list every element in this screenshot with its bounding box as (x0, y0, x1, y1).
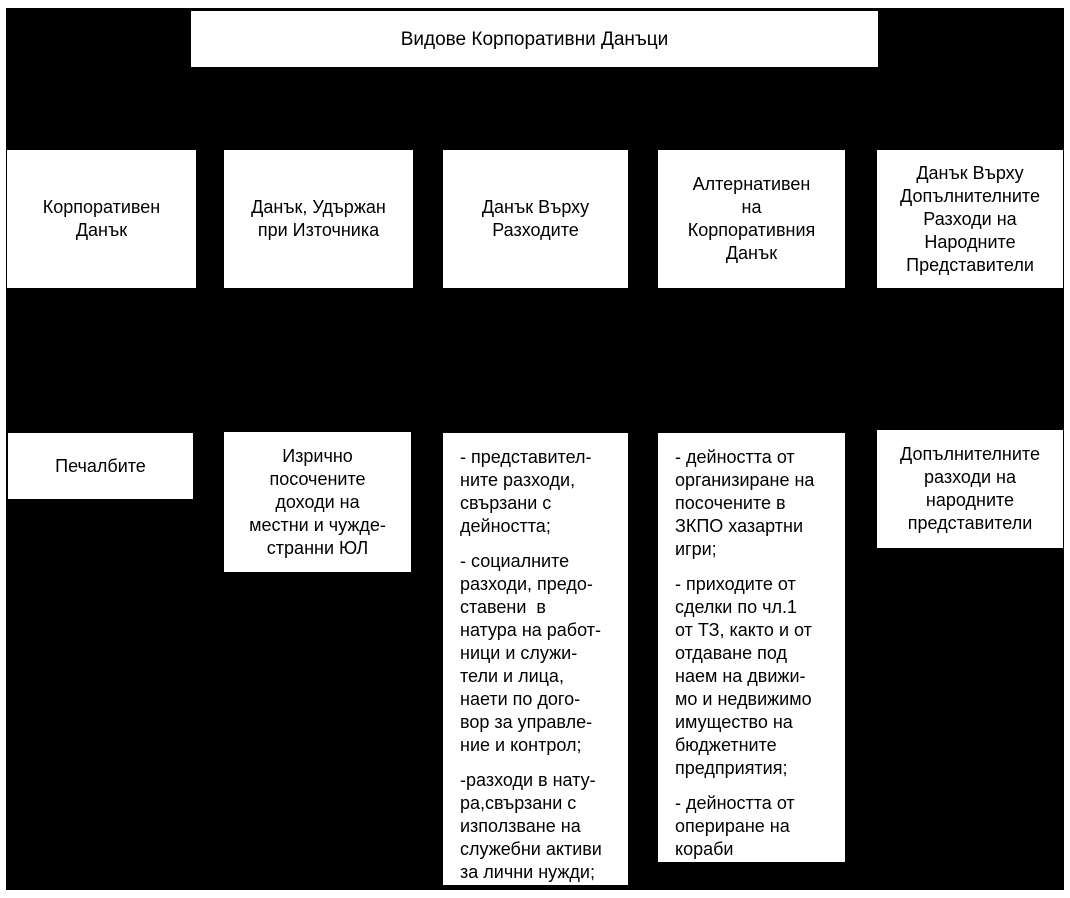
tax-base-paragraph: Печалбите (55, 455, 146, 476)
tax-base-paragraph: Допълнителните разходи на народните пред… (900, 444, 1040, 533)
tax-base-paragraph: - социалните разходи, предо- ставени в н… (460, 551, 601, 755)
tax-base-paragraph: Изрично посочените доходи на местни и чу… (249, 446, 386, 558)
tax-type-expenses: Данък Върху Разходите (443, 150, 628, 288)
tax-base-mp-expenses: Допълнителните разходи на народните пред… (877, 430, 1063, 548)
tax-base-paragraph: - приходите от сделки по чл.1 от ТЗ, как… (675, 574, 812, 778)
tax-type-alternative: Алтернативен на Корпоративния Данък (658, 150, 845, 288)
tax-base-expenses: - представител- ните разходи, свързани с… (443, 433, 628, 885)
tax-base-paragraph: - дейността от опериране на кораби (675, 793, 795, 859)
tax-type-withholding: Данък, Удържан при Източника (224, 150, 413, 288)
tax-base-paragraph: - дейността от организиране на посоченит… (675, 447, 815, 559)
tax-base-alternative: - дейността от организиране на посоченит… (658, 433, 845, 862)
tax-base-paragraph: -разходи в нату- ра,свързани с използван… (460, 770, 602, 882)
tax-base-paragraph: - представител- ните разходи, свързани с… (460, 447, 592, 536)
tax-base-corporate: Печалбите (8, 433, 193, 499)
diagram-canvas: Видове Корпоративни Данъци Корпоративен … (6, 8, 1064, 890)
tax-base-withholding: Изрично посочените доходи на местни и чу… (224, 432, 411, 572)
tax-type-mp-expenses: Данък Върху Допълнителните Разходи на На… (877, 150, 1063, 288)
diagram-title: Видове Корпоративни Данъци (191, 11, 878, 67)
tax-type-corporate: Корпоративен Данък (7, 150, 196, 288)
